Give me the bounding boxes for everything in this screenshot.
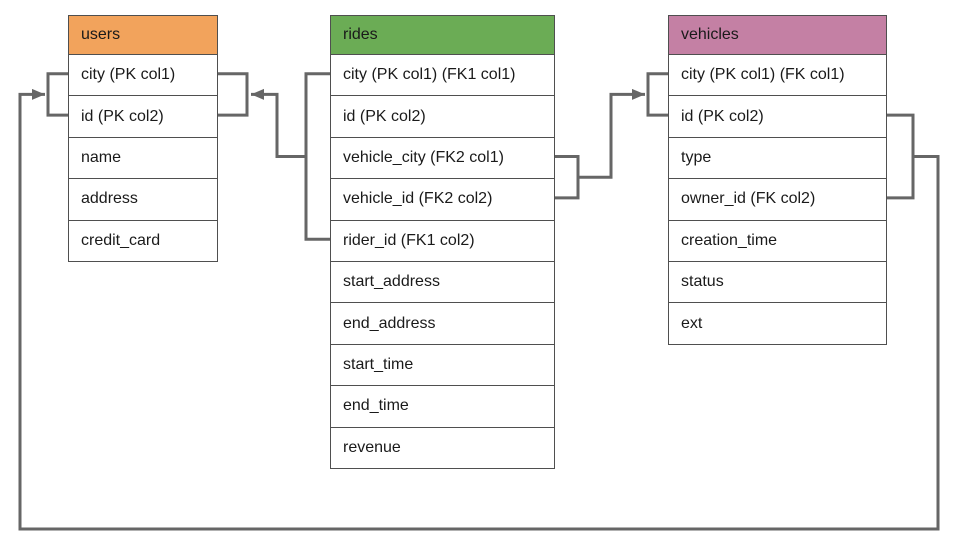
relationship-vehicles-users-line <box>18 88 940 531</box>
column-row: id (PK col2) <box>331 95 554 137</box>
column-row: vehicle_id (FK2 col2) <box>331 178 554 220</box>
column-row: owner_id (FK col2) <box>669 178 886 220</box>
column-row: vehicle_city (FK2 col1) <box>331 136 554 179</box>
column-row: credit_card <box>69 219 217 261</box>
column-row: revenue <box>331 426 554 468</box>
column-row: name <box>69 136 217 179</box>
column-row: id (PK col2) <box>69 95 217 137</box>
relationship-rides-users-line <box>251 88 306 158</box>
table-users-header: users <box>69 16 217 54</box>
column-row: city (PK col1) (FK1 col1) <box>331 54 554 96</box>
table-rides-header: rides <box>331 16 554 54</box>
column-row: city (PK col1) (FK col1) <box>669 54 886 96</box>
column-row: start_time <box>331 343 554 386</box>
table-users-rows: city (PK col1) id (PK col2) name address… <box>69 54 217 261</box>
bracket-users-right <box>218 72 249 117</box>
column-row: start_address <box>331 260 554 303</box>
column-row: end_time <box>331 385 554 427</box>
table-rides-rows: city (PK col1) (FK1 col1) id (PK col2) v… <box>331 54 554 468</box>
column-row: address <box>69 178 217 220</box>
table-vehicles-header: vehicles <box>669 16 886 54</box>
bracket-rides-right <box>555 155 580 200</box>
bracket-vehicles-right <box>887 113 915 200</box>
column-row: id (PK col2) <box>669 95 886 137</box>
table-vehicles: vehicles city (PK col1) (FK col1) id (PK… <box>668 15 887 345</box>
column-row: rider_id (FK1 col2) <box>331 219 554 261</box>
table-users: users city (PK col1) id (PK col2) name a… <box>68 15 218 262</box>
bracket-users-left <box>46 72 68 117</box>
column-row: creation_time <box>669 219 886 261</box>
column-row: status <box>669 260 886 303</box>
table-vehicles-rows: city (PK col1) (FK col1) id (PK col2) ty… <box>669 54 886 344</box>
bracket-rides-left <box>304 72 330 241</box>
column-row: city (PK col1) <box>69 54 217 96</box>
column-row: ext <box>669 302 886 344</box>
column-row: end_address <box>331 302 554 344</box>
relationship-rides-vehicles-line <box>578 88 645 179</box>
table-rides: rides city (PK col1) (FK1 col1) id (PK c… <box>330 15 555 469</box>
bracket-vehicles-left <box>646 72 668 117</box>
column-row: type <box>669 136 886 179</box>
